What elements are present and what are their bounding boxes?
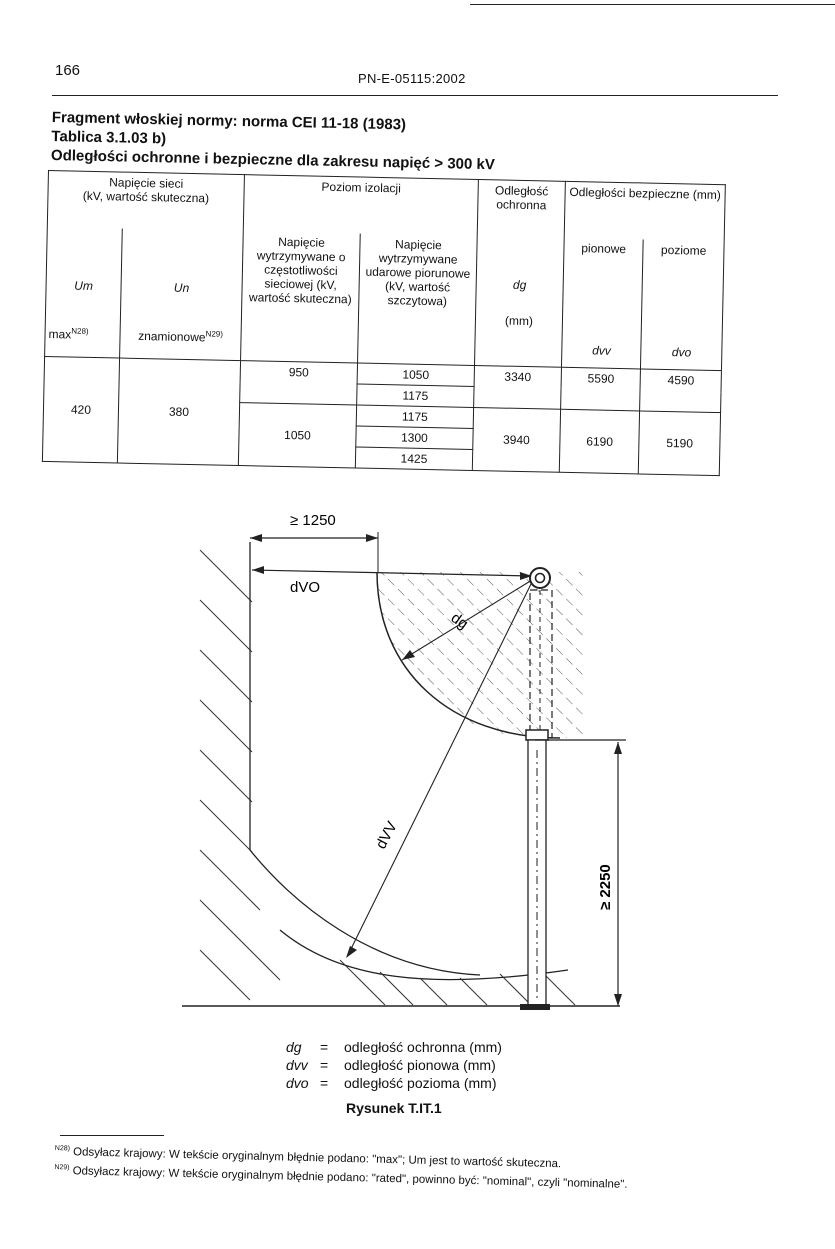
footnote-mark: N29) [54,1163,70,1172]
header-max-note: N28) [71,326,89,336]
dvo-label: dVO [290,579,320,596]
cell-dg-1: 3340 [473,365,562,410]
header-vertical-label: pionowe [581,240,627,256]
dim-1250-label: ≥ 1250 [290,512,336,529]
cell-um-value: 420 [42,356,120,464]
cell-pf-1: 950 [239,360,358,406]
legend-text: odległość ochronna (mm) [344,1039,502,1055]
header-un-cell: Un znamionoweN29) [119,228,244,361]
legend-symbol: dvv [286,1057,308,1073]
header-um-cell: Um maxN28) [44,226,123,359]
header-sym-um: Um [74,278,94,293]
header-sym-dg: dg [512,277,527,293]
header-rule [52,95,778,96]
legend-symbol: dvo [286,1075,309,1091]
header-protective-title: Odległość ochronna [494,183,549,213]
legend: dg = odległość ochronna (mm) dvv = odległość… [286,1038,502,1092]
cell-dg-2: 3940 [472,407,561,473]
header-sym-un: Un [173,280,190,295]
cell-pf-2: 1050 [238,402,357,469]
dg-arrow [402,650,415,660]
header-network-voltage: Napięcie sieci (kV, wartość skuteczna) [47,170,245,231]
left-boundary-line [249,542,481,976]
legend-eq: = [320,1039,329,1055]
conductor-inner [534,572,546,584]
header-horizontal: poziome dvo [640,238,725,371]
top-rule [470,4,835,5]
dvv-arrow [346,946,357,958]
header-unit-mm: (mm) [504,313,534,329]
dvv-line [347,581,533,956]
legend-row: dvv = odległość pionowa (mm) [286,1056,502,1074]
header-network-voltage-sub: (kV, wartość skuteczna) [82,188,210,206]
header-sym-dvo: dvo [671,344,692,360]
header-vertical: pionowe dvv [561,237,644,369]
legend-row: dvo = odległość pozioma (mm) [286,1074,502,1092]
cell-imp-5: 1425 [355,447,473,471]
header-power-freq: Napięcie wytrzymywane o częstotliwości s… [240,230,361,364]
footnotes: N28) Odsyłacz krajowy: W tekście orygina… [54,1141,628,1193]
header-nominal-note: N29) [205,328,224,339]
distance-table-wrapper: Napięcie sieci (kV, wartość skuteczna) P… [42,170,726,484]
dvo-arrow-right [520,572,532,580]
header-horizontal-label: poziome [660,242,707,258]
header-protective: Odległość ochronna dg (mm) [474,179,566,368]
cell-dvo-2: 5190 [638,410,721,476]
distance-table: Napięcie sieci (kV, wartość skuteczna) P… [42,170,726,476]
legend-text: odległość pozioma (mm) [344,1075,497,1091]
legend-text: odległość pionowa (mm) [344,1057,496,1073]
header-nominal: znamionowe [138,328,206,344]
header-sym-dvv: dvv [592,342,612,358]
dim-1250-arrow-left [250,534,262,542]
protective-zone [377,572,585,738]
figure-caption: Rysunek T.IT.1 [346,1100,442,1116]
dg-label: dg [448,609,471,632]
footnote-rule [60,1135,164,1136]
dim-2250-arrow-top [614,742,622,754]
dvo-arrow-left [252,566,264,574]
cell-un-value: 380 [117,358,241,466]
protective-zone-arc [376,571,561,739]
cell-dvv-1: 5590 [560,367,641,411]
page-number: 166 [55,62,81,79]
dim-2250-label: ≥ 2250 [597,864,614,910]
cell-dvo-1: 4590 [640,368,722,413]
legend-eq: = [320,1057,329,1073]
standard-code: PN-E-05115:2002 [358,71,466,86]
dim-1250-arrow-right [366,534,378,542]
legend-eq: = [320,1075,329,1091]
legend-symbol: dg [286,1039,302,1055]
cell-imp-1: 1050 [357,363,475,387]
support-cap [525,729,549,741]
left-wall-hatch [199,549,281,1001]
bottom-curve [279,929,569,981]
cell-imp-3: 1175 [356,405,474,429]
header-insulation: Poziom izolacji [243,174,479,236]
header-safety: Odległości bezpieczne (mm) [564,181,726,241]
dim-2250-arrow-bottom [614,994,622,1006]
header-impulse: Napięcie wytrzymywane udarowe piorunowe … [357,233,478,366]
legend-row: dg = odległość ochronna (mm) [286,1038,502,1056]
cell-imp-2: 1175 [356,384,475,408]
footnote-mark: N28) [54,1144,71,1153]
header-max: max [48,326,72,342]
dvo-line [251,569,533,577]
cell-imp-4: 1300 [355,426,474,450]
section-heading: Fragment włoskiej normy: norma CEI 11-18… [51,108,496,174]
cell-dvv-2: 6190 [559,409,641,474]
clearance-diagram: ≥ 1250 dVO dg dVV ≥ 2250 [182,512,626,1010]
support-base [520,1004,550,1010]
conductor-outer [529,567,551,589]
dvv-label: dVV [373,819,401,852]
dg-line [401,579,533,661]
